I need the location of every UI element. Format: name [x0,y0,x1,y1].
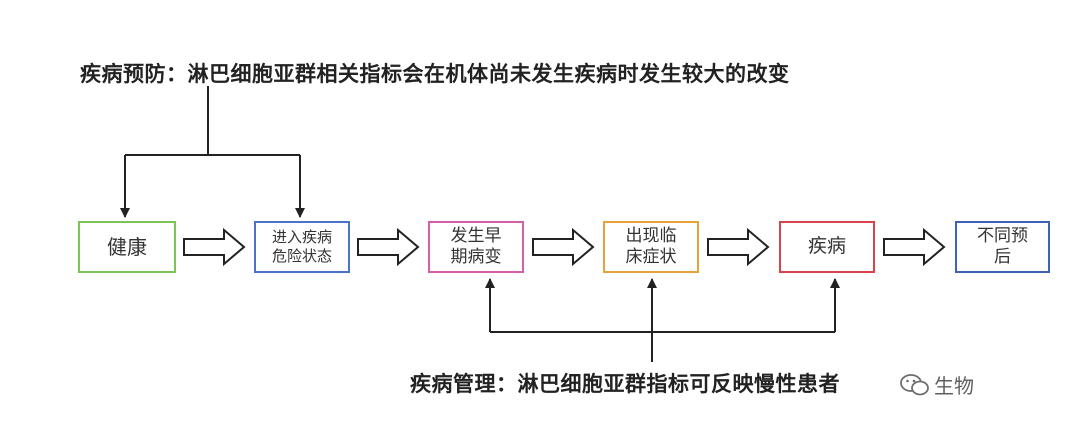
watermark-text: 生物 [934,374,974,398]
stage-label: 不同预后 [977,226,1028,269]
stage-box-risk-state: 进入疾病危险状态 [254,221,350,273]
stage-box-clinical-symptoms: 出现临床症状 [603,221,699,273]
flow-arrow-2 [357,227,420,267]
stage-label-line: 发生早 [450,225,502,246]
stage-box-disease: 疾病 [779,221,875,273]
stage-label-line: 出现临 [625,225,677,246]
stage-label: 疾病 [808,235,846,259]
stage-label: 健康 [107,235,147,260]
watermark: 生物 [900,370,974,399]
stage-box-healthy: 健康 [78,221,176,273]
prevention-caption: 疾病预防：淋巴细胞亚群相关指标会在机体尚未发生疾病时发生较大的改变 [80,62,790,86]
stage-label-line: 疾病 [807,235,846,258]
flow-arrow-3 [532,227,595,267]
flow-arrow-1 [183,227,246,267]
stage-label: 进入疾病危险状态 [272,228,332,266]
stage-label: 出现临床症状 [626,226,677,269]
stage-box-early-lesion: 发生早期病变 [428,221,524,273]
wechat-icon [900,373,929,395]
stage-label: 发生早期病变 [451,226,502,269]
stage-label-line: 后 [994,247,1011,267]
stage-label-line: 健康 [107,234,147,259]
flow-arrow-5 [883,227,946,267]
stage-box-prognosis: 不同预后 [955,221,1050,273]
management-caption: 疾病管理：淋巴细胞亚群指标可反映慢性患者 [410,372,840,396]
stage-label-line: 期病变 [450,247,502,267]
stage-label-line: 进入疾病 [271,228,332,247]
stage-label-line: 危险状态 [271,247,332,265]
stage-label-line: 床症状 [625,247,677,267]
flow-arrow-4 [707,227,770,267]
stage-label-line: 不同预 [977,225,1028,246]
